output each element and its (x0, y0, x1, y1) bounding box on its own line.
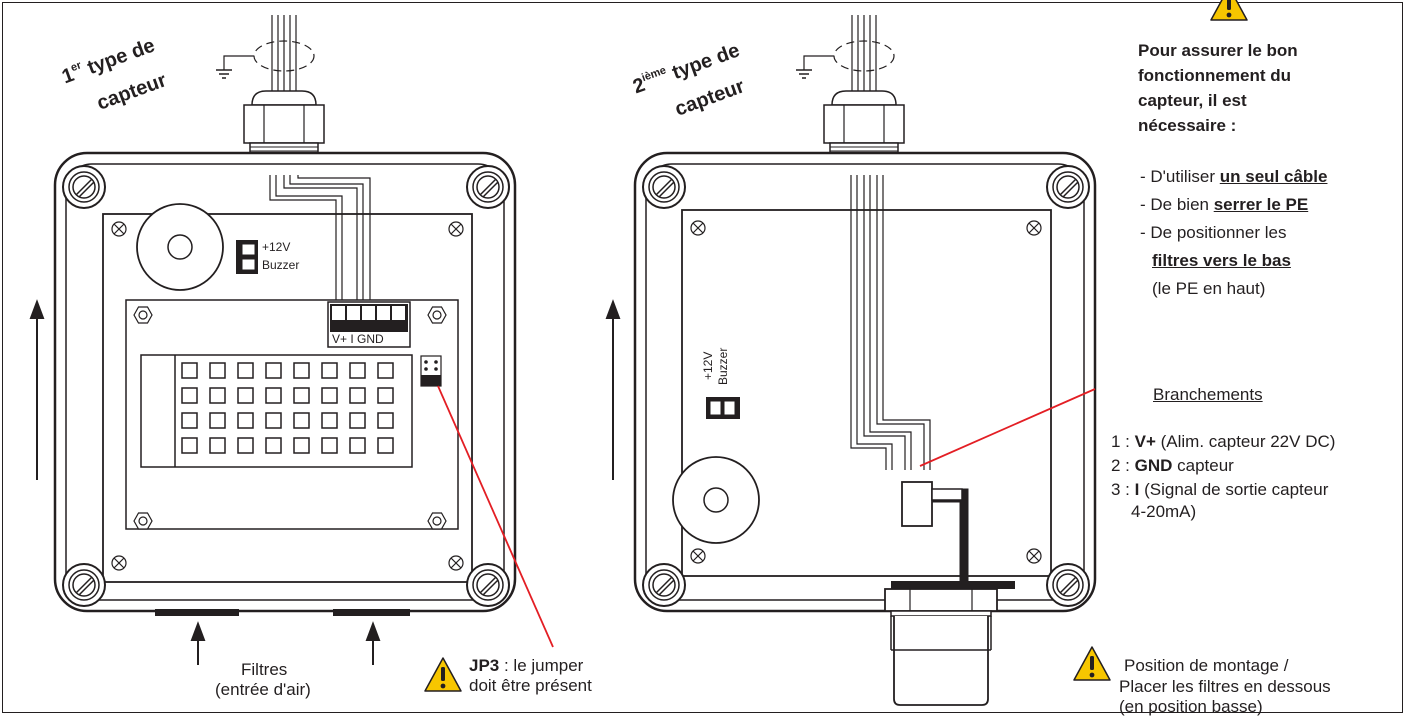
filter-cell (377, 437, 394, 454)
corner-screw-icon (1046, 165, 1090, 209)
small-screw-icon (111, 221, 127, 237)
small-screw-icon (448, 555, 464, 571)
corner-screw-icon (62, 563, 106, 607)
vertical-orientation-arrow-icon (605, 299, 621, 480)
filter-cell (349, 362, 366, 379)
vertical-orientation-arrow-icon (29, 299, 45, 480)
sensor1-terminal-label: V+ I GND (332, 332, 384, 346)
small-screw-icon (1026, 548, 1042, 564)
filter-cell (293, 412, 310, 429)
branchements-heading: Branchements (1153, 385, 1263, 404)
warning-item-single-cable: - D'utiliser un seul câble (1140, 167, 1328, 186)
sensor2-buzzer-label: Buzzer (716, 347, 730, 385)
mounting-line-2: Placer les filtres en dessous (1119, 677, 1331, 696)
filter-cell (181, 362, 198, 379)
sensor2-enclosure (633, 151, 1097, 613)
sensor2-buzzer (672, 456, 760, 544)
small-screw-icon (448, 221, 464, 237)
filter-cell (181, 412, 198, 429)
sensor2-buzzer-connector (706, 397, 740, 419)
corner-screw-icon (466, 165, 510, 209)
small-screw-icon (111, 555, 127, 571)
corner-screw-icon (642, 563, 686, 607)
filter-cell (237, 412, 254, 429)
sensor1-filter-grid (181, 362, 394, 454)
branchements-line-1: 1 : V+ (Alim. capteur 22V DC) (1111, 432, 1336, 451)
filter-cell (265, 387, 282, 404)
sensor2-probe (884, 581, 1015, 706)
small-screw-icon (1026, 220, 1042, 236)
small-screw-icon (690, 220, 706, 236)
mounting-line-3: (en position basse) (1119, 697, 1263, 716)
sensor1-buzzer (136, 203, 224, 291)
filters-sublabel: (entrée d'air) (215, 680, 311, 699)
filter-cell (321, 387, 338, 404)
warning-item-tighten-pe: - De bien serrer le PE (1140, 195, 1309, 214)
warning-icon (424, 657, 462, 692)
corner-screw-icon (642, 165, 686, 209)
filter-cell (209, 412, 226, 429)
filter-cell (209, 437, 226, 454)
filter-cell (209, 387, 226, 404)
corner-screw-icon (62, 165, 106, 209)
warning-icon (1210, 0, 1248, 21)
sensor2-cable-gland (795, 14, 905, 158)
warning-heading: Pour assurer le bon fonctionnement du ca… (1138, 41, 1298, 135)
small-screw-icon (690, 548, 706, 564)
filter-cell (237, 387, 254, 404)
sensor1-buzzer-connector (236, 240, 258, 274)
jp3-note-line2: doit être présent (469, 676, 592, 695)
filter-cell (321, 437, 338, 454)
filter-cell (209, 362, 226, 379)
branchements-line-3: 3 : I (Signal de sortie capteur (1111, 480, 1329, 499)
sensor2-buzzer-voltage: +12V (701, 351, 715, 380)
filter-cell (349, 387, 366, 404)
jp3-note: JP3 : le jumper (469, 656, 584, 675)
filter-cell (321, 362, 338, 379)
warning-item-filters-note: (le PE en haut) (1152, 279, 1266, 298)
corner-screw-icon (466, 563, 510, 607)
sensor1-buzzer-label: Buzzer (262, 258, 300, 272)
sensor2-wires (850, 175, 931, 470)
mounting-line-1: Position de montage / (1124, 656, 1289, 675)
sensor1-wires (269, 175, 371, 306)
airflow-arrow-icon (190, 621, 381, 665)
filter-cell (293, 437, 310, 454)
filter-cell (181, 437, 198, 454)
filter-cell (293, 362, 310, 379)
sensor1-cable-gland (215, 14, 325, 158)
sensor1-terminal-block (327, 301, 411, 348)
filter-cell (265, 412, 282, 429)
filter-cell (265, 437, 282, 454)
warning-item-filters-bold: filtres vers le bas (1152, 251, 1291, 270)
filter-cell (237, 437, 254, 454)
warning-icon (1073, 646, 1111, 681)
filter-cell (377, 412, 394, 429)
corner-screw-icon (1046, 563, 1090, 607)
filter-cell (349, 437, 366, 454)
filter-cell (321, 412, 338, 429)
filters-label: Filtres (241, 660, 288, 679)
filter-cell (237, 362, 254, 379)
branchements-line-3-cont: 4-20mA) (1131, 502, 1197, 521)
jp3-pointer-line (437, 385, 554, 648)
branchements-pointer-line (919, 388, 1096, 467)
sensor2-connector (901, 481, 969, 591)
sensor1-filters (155, 609, 410, 616)
branchements-line-2: 2 : GND capteur (1111, 456, 1234, 475)
filter-cell (377, 362, 394, 379)
jp3-jumper-icon (420, 355, 442, 387)
warning-item-filters: - De positionner les (1140, 223, 1287, 242)
filter-cell (181, 387, 198, 404)
sensor1-buzzer-voltage: +12V (262, 240, 291, 254)
filter-cell (293, 387, 310, 404)
filter-cell (377, 387, 394, 404)
filter-cell (265, 362, 282, 379)
filter-cell (349, 412, 366, 429)
